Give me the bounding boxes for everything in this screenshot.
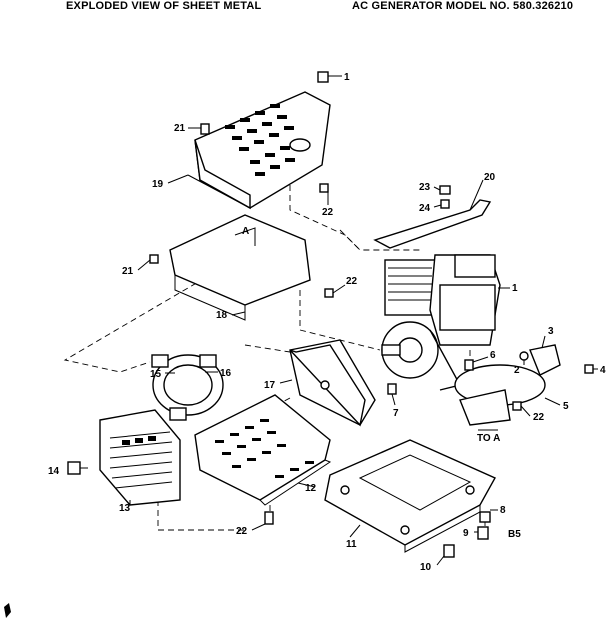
callout-1-top: 1 (344, 72, 350, 83)
diagram-title-left: EXPLODED VIEW OF SHEET METAL (66, 0, 262, 12)
callout-9: 9 (463, 528, 469, 539)
diagram-title-right: AC GENERATOR MODEL NO. 580.326210 (352, 0, 574, 12)
corner-mark (4, 603, 11, 618)
callout-16: 16 (220, 368, 232, 379)
callout-1-engine: 1 (512, 283, 518, 294)
callout-18: 18 (216, 310, 228, 321)
callout-6: 6 (490, 350, 496, 361)
callout-23: 23 (419, 182, 431, 193)
callout-20: 20 (484, 172, 496, 183)
side-panel (289, 339, 376, 427)
callout-3: 3 (548, 326, 554, 337)
shroud-panel: A (169, 214, 311, 321)
ref-a-label: A (242, 226, 249, 237)
page-code: B5 (508, 529, 521, 540)
fasteners (149, 71, 594, 558)
callout-15: 15 (150, 369, 162, 380)
callout-24: 24 (419, 203, 431, 214)
bracket (373, 199, 492, 249)
to-a-label: TO A (477, 433, 500, 444)
callout-10: 10 (420, 562, 432, 573)
callout-22-bottom: 22 (236, 526, 248, 537)
callout-22-top: 22 (322, 207, 334, 218)
callout-21-mid: 21 (122, 266, 134, 277)
base-plate (324, 439, 496, 553)
callout-4: 4 (600, 365, 606, 376)
callout-numbers: 1 21 19 22 20 23 24 21 22 18 1 3 15 16 1… (48, 72, 606, 573)
knob (67, 461, 81, 475)
callout-11: 11 (346, 539, 357, 550)
front-grille (99, 409, 181, 506)
ring-guard (151, 354, 224, 421)
callout-21-top: 21 (174, 123, 186, 134)
base-tray (194, 394, 332, 506)
callout-17: 17 (264, 380, 276, 391)
callout-22-mid: 22 (346, 276, 358, 287)
leader-lines (80, 75, 598, 566)
callout-14: 14 (48, 466, 60, 477)
callout-12: 12 (305, 483, 317, 494)
callout-7: 7 (393, 408, 399, 419)
callout-19: 19 (152, 179, 164, 190)
callout-2: 2 (514, 365, 520, 376)
callout-8: 8 (500, 505, 506, 516)
muffler (454, 344, 561, 426)
callout-5: 5 (563, 401, 569, 412)
callout-22-right: 22 (533, 412, 545, 423)
callout-13: 13 (119, 503, 131, 514)
top-shroud (187, 91, 331, 210)
